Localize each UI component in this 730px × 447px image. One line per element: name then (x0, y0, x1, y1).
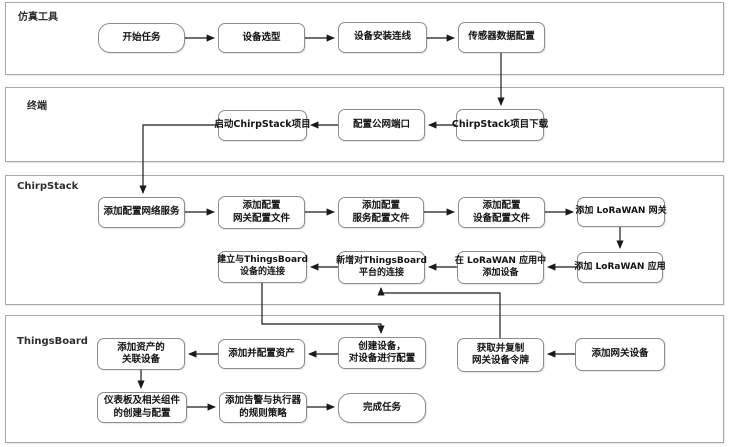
node-label: 网关设备令牌 (471, 355, 529, 366)
node-add-network-service: 添加配置网络服务 (98, 197, 185, 228)
node-label: 新增对ThingsBoard (336, 255, 427, 266)
node-label: 创建设备， (358, 340, 406, 352)
node-label: 的规则策略 (239, 407, 287, 419)
node-label: 添加配置 (361, 200, 400, 212)
node-label: 添加并配置资产 (228, 347, 295, 359)
node-label: 设备配置文件 (472, 212, 530, 224)
node-launch-chirpstack: 启动ChirpStack项目 (214, 110, 311, 141)
node-label: 服务配置文件 (352, 212, 410, 224)
node-label: 添加配置网络服务 (103, 206, 180, 218)
node-label: 添加告警与执行器 (224, 395, 301, 407)
node-label: 完成任务 (362, 401, 401, 413)
lane-label-simulation-tool: 仿真工具 (18, 12, 58, 23)
node-label: 传感器数据配置 (468, 31, 535, 43)
node-add-configure-asset: 添加并配置资产 (218, 339, 305, 369)
node-label: 配置公网端口 (352, 118, 410, 130)
node-label: ChirpStack项目下载 (451, 118, 549, 130)
lane-label-thingsboard: ThingsBoard (17, 336, 88, 347)
node-label: 设备选型 (242, 31, 281, 43)
node-label: 对设备进行配置 (348, 353, 416, 364)
node-create-device: 创建设备， 对设备进行配置 (338, 337, 426, 369)
node-label: 建立与ThingsBoard (217, 255, 308, 266)
node-device-selection: 设备选型 (218, 23, 305, 53)
node-chirpstack-download: ChirpStack项目下载 (452, 109, 548, 141)
node-add-device-config-file: 添加配置 设备配置文件 (458, 197, 545, 228)
node-sensor-data-config: 传感器数据配置 (458, 22, 545, 53)
node-add-asset-related-devices: 添加资产的 关联设备 (97, 338, 185, 370)
node-get-copy-gateway-token: 获取并复制 网关设备令牌 (457, 338, 544, 372)
node-label: 平台的连接 (358, 267, 404, 278)
node-establish-thingsboard-device-connection: 建立与ThingsBoard 设备的连接 (217, 251, 308, 283)
node-label: 添加 LoRaWAN 网关 (575, 206, 667, 217)
node-label: 关联设备 (121, 354, 160, 365)
node-dashboard-components: 仪表板及相关组件 的创建与配置 (97, 392, 187, 423)
node-label: 添加网关设备 (591, 348, 649, 360)
node-label: 获取并复制 (476, 342, 525, 354)
node-device-installation: 设备安装连线 (338, 22, 427, 53)
node-label: 启动ChirpStack项目 (214, 119, 311, 131)
node-label: 仪表板及相关组件 (103, 395, 180, 407)
node-complete-task: 完成任务 (338, 393, 426, 423)
node-alarm-actuator-rules: 添加告警与执行器 的规则策略 (219, 392, 307, 423)
lane-label-chirpstack: ChirpStack (17, 181, 79, 192)
lane-chirpstack (5, 175, 724, 305)
lane-thingsboard (5, 315, 724, 443)
node-label: 添加设备 (482, 267, 519, 278)
node-label: 设备的连接 (239, 267, 285, 277)
lane-label-terminal: 终端 (27, 101, 47, 112)
node-start-task: 开始任务 (98, 23, 185, 53)
node-label: 的创建与配置 (113, 407, 171, 419)
node-label: 网关配置文件 (232, 212, 290, 224)
node-label: 在 LoRaWAN 应用中 (454, 255, 547, 266)
node-add-service-config-file: 添加配置 服务配置文件 (338, 197, 424, 228)
node-label: 开始任务 (122, 31, 161, 43)
node-configure-public-port: 配置公网端口 (338, 109, 425, 141)
node-add-device-in-lorawan-app: 在 LoRaWAN 应用中 添加设备 (454, 251, 547, 284)
node-label: 设备安装连线 (353, 31, 411, 43)
node-label: 添加配置 (242, 200, 281, 212)
node-add-gateway-config-file: 添加配置 网关配置文件 (218, 196, 305, 229)
node-add-lorawan-gateway: 添加 LoRaWAN 网关 (575, 197, 667, 227)
node-label: 添加 LoRaWAN 应用 (574, 261, 666, 272)
node-add-thingsboard-connection: 新增对ThingsBoard 平台的连接 (336, 251, 427, 284)
node-label: 添加资产的 (117, 341, 165, 353)
node-label: 添加配置 (482, 200, 521, 212)
node-add-lorawan-app: 添加 LoRaWAN 应用 (574, 252, 666, 283)
node-add-gateway-device: 添加网关设备 (575, 338, 665, 371)
